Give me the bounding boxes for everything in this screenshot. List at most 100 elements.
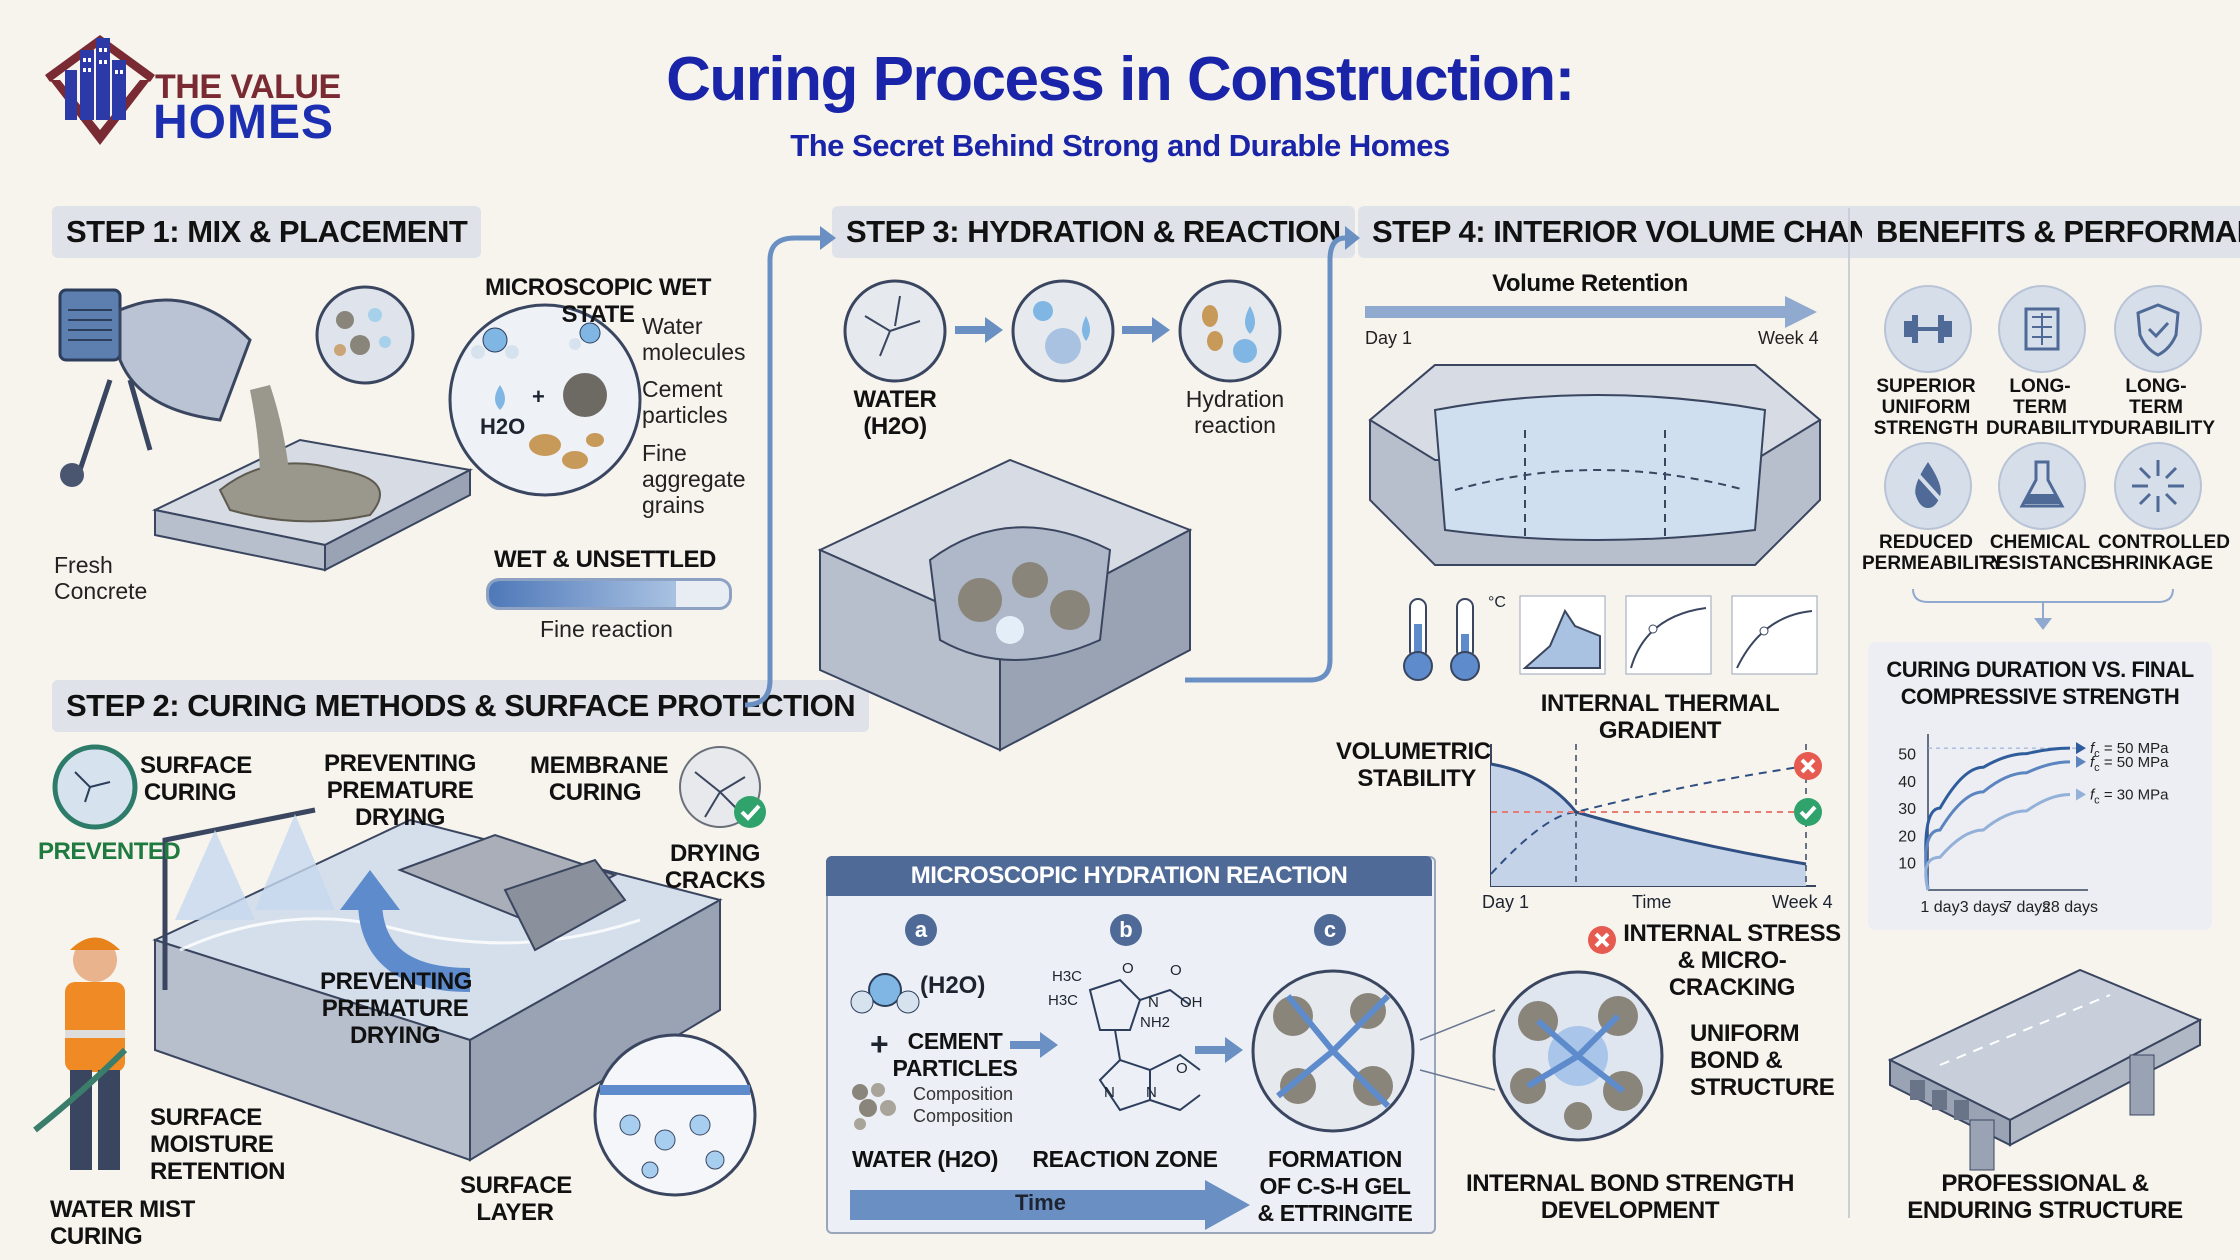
csh-gel-circle-icon xyxy=(1251,969,1415,1133)
x-tick-label: 7 days xyxy=(2003,899,2050,916)
step3-header: STEP 3: HYDRATION & REACTION xyxy=(832,206,1355,258)
thermal-graph-icon xyxy=(1731,595,1818,675)
chemical-structure-icon xyxy=(1088,978,1201,1112)
surface-curing-label: SURFACE CURING xyxy=(140,752,252,806)
wet-progress-bar xyxy=(486,578,732,610)
y-tick-label: 40 xyxy=(1898,774,1916,791)
membrane-curing-label: MEMBRANE CURING xyxy=(530,752,669,806)
volume-retention-label: Volume Retention xyxy=(1492,270,1688,297)
curved-arrow-icon xyxy=(340,870,471,992)
vol-week4-label: Week 4 xyxy=(1758,328,1819,348)
cracked-surface-icon xyxy=(52,744,138,830)
fine-aggregate-label: Fine aggregate grains xyxy=(642,440,746,518)
fresh-concrete-slab-icon xyxy=(151,385,474,572)
prevented-label: PREVENTED xyxy=(38,838,181,865)
brand-line2: HOMES xyxy=(153,96,335,149)
chem-oh: OH xyxy=(1180,994,1203,1011)
chart-time-label: Time xyxy=(1632,892,1672,912)
arrow-right-icon xyxy=(955,317,1003,343)
benefits-header: BENEFITS & PERFORMANCE xyxy=(1862,206,2240,258)
thermal-graph-icon xyxy=(1625,595,1712,675)
zoom-circle-icon xyxy=(315,285,415,385)
internal-stress-label: INTERNAL STRESS & MICRO-CRACKING xyxy=(1623,920,1841,1001)
water-drop-crossed-icon xyxy=(1884,442,1972,530)
cement-particles-label-2: CEMENT PARTICLES xyxy=(892,1028,1018,1081)
bracket-arrow-icon xyxy=(1912,588,2174,630)
x-tick-label: 3 days xyxy=(1960,899,2007,916)
benefit-label: CONTROLLED SHRINKAGE xyxy=(2098,532,2230,574)
step4-header: STEP 4: INTERIOR VOLUME CHANGES xyxy=(1358,206,1949,258)
hydration-reaction-label: Hydration reaction xyxy=(1185,386,1285,438)
surface-zoom-circle-icon xyxy=(593,1033,757,1197)
preventing-drying-label-1: PREVENTING PREMATURE DRYING xyxy=(323,750,477,831)
slab-interior-icon xyxy=(1368,364,1822,566)
water-h2o-label: WATER (H2O) xyxy=(853,386,937,440)
chem-n-2: N xyxy=(1104,1084,1115,1101)
thermal-gradient-label: INTERNAL THERMAL GRADIENT xyxy=(1540,690,1780,744)
x-tick-label: 28 days xyxy=(2042,899,2098,916)
water-h2o-bottom-label: WATER (H2O) xyxy=(852,1146,998,1172)
reaction-zone-label: REACTION ZONE xyxy=(1032,1146,1218,1172)
flow-arrow-icon xyxy=(744,226,836,708)
surface-layer-label: SURFACE LAYER xyxy=(460,1172,572,1226)
chem-n-1: N xyxy=(1148,994,1159,1011)
connector-lines-icon xyxy=(1419,1009,1496,1091)
particle-cluster-icon xyxy=(852,1083,896,1130)
drying-cracks-icon xyxy=(679,746,766,828)
error-x-icon xyxy=(1794,752,1822,780)
x-tick-label: 1 day xyxy=(1920,899,1959,916)
chem-h3c-2: H3C xyxy=(1048,992,1079,1009)
step1-header: STEP 1: MIX & PLACEMENT xyxy=(52,206,482,258)
chem-nh2: NH2 xyxy=(1140,1014,1171,1031)
time-arrow-icon xyxy=(850,1180,1250,1230)
micro-state-circle-icon xyxy=(448,303,642,497)
benefit-label: LONG-TERM DURABILITY xyxy=(2100,376,2216,439)
chem-o-2: O xyxy=(1170,962,1182,979)
thermometer-icon xyxy=(1403,598,1433,681)
series-line xyxy=(1924,746,2071,891)
uniform-bond-label: UNIFORM BOND & STRUCTURE xyxy=(1690,1020,1835,1101)
chem-o-3: O xyxy=(1176,1060,1188,1077)
water-mist-label: WATER MIST CURING xyxy=(50,1196,195,1250)
chem-h3c-1: H3C xyxy=(1052,968,1083,985)
building-icon xyxy=(1998,285,2086,373)
reaction-stage-icon xyxy=(1011,279,1115,383)
professional-structure-label: PROFESSIONAL & ENDURING STRUCTURE xyxy=(1907,1170,2183,1224)
volume-arrow-icon xyxy=(1365,296,1817,328)
y-tick-label: 30 xyxy=(1898,801,1916,818)
water-molecule-icon xyxy=(850,973,920,1014)
formation-label: FORMATION OF C-S-H GEL & ETTRINGITE xyxy=(1257,1146,1413,1226)
wet-progress-fill xyxy=(489,581,677,607)
h2o-label: H2O xyxy=(480,414,526,439)
stage-b-badge: b xyxy=(1110,914,1142,946)
stage-c-badge: c xyxy=(1314,914,1346,946)
worker-icon xyxy=(33,937,128,1170)
membrane-sheet-icon xyxy=(397,833,627,952)
bond-structure-circle-icon xyxy=(1492,970,1664,1142)
benefit-label: LONG-TERM DURABILITY xyxy=(1986,376,2102,439)
volumetric-stability-label: VOLUMETRIC STABILITY xyxy=(1336,738,1491,792)
concrete-mixer-icon xyxy=(58,288,252,487)
series-end-marker xyxy=(2076,755,2086,768)
arrow-right-icon xyxy=(1195,1037,1243,1063)
y-tick-label: 10 xyxy=(1898,856,1916,873)
surface-moisture-label: SURFACE MOISTURE RETENTION xyxy=(150,1104,286,1185)
shield-check-icon xyxy=(2114,285,2202,373)
hydration-stage-icon xyxy=(1178,279,1282,383)
benefit-label: CHEMICAL RESISTANCE xyxy=(1982,532,2104,574)
water-mist-sprayer-icon xyxy=(162,807,335,990)
chart-week4-label: Week 4 xyxy=(1772,892,1833,912)
series-label: fc = 30 MPa xyxy=(2090,787,2169,807)
chem-o-1: O xyxy=(1122,960,1134,977)
cracked-water-icon xyxy=(843,279,947,383)
water-molecules-label: Water molecules xyxy=(642,313,746,365)
y-tick-label: 20 xyxy=(1898,828,1916,845)
cutaway-slab-icon xyxy=(817,458,1193,752)
time-label: Time xyxy=(1015,1190,1066,1215)
chem-n-3: N xyxy=(1146,1084,1157,1101)
volumetric-chart-icon xyxy=(1490,744,1816,887)
brand-logo-icon xyxy=(45,35,155,145)
series-end-marker xyxy=(2076,742,2086,755)
page-title: Curing Process in Construction: xyxy=(666,45,1575,114)
